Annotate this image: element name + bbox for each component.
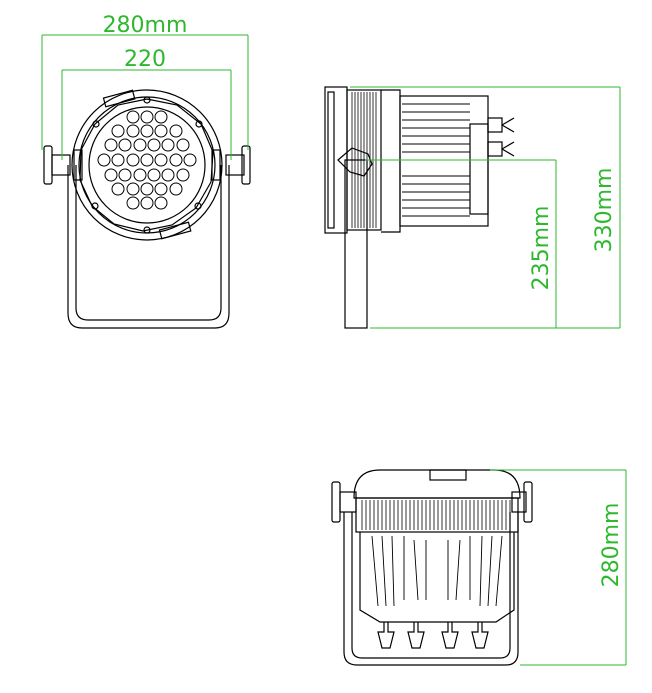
bottom-dimensions — [490, 469, 627, 666]
led-array — [97, 110, 197, 210]
side-dimensions — [350, 86, 621, 329]
bottom-width-label: 280mm — [599, 503, 624, 588]
yoke-bracket — [67, 165, 230, 329]
side-height-label: 330mm — [592, 168, 617, 253]
front-view — [43, 89, 251, 329]
front-dimensions — [41, 34, 249, 160]
side-view — [324, 86, 515, 329]
left-knob — [43, 145, 53, 185]
bottom-view — [331, 469, 533, 666]
right-knob — [241, 145, 251, 185]
housing-polygon — [79, 98, 214, 232]
bracket-width-label: 220 — [124, 47, 166, 72]
side-bracket — [344, 159, 368, 329]
housing-outer — [71, 89, 223, 241]
pivot-height-label: 235mm — [529, 206, 554, 291]
overall-width-label: 280mm — [103, 13, 188, 38]
